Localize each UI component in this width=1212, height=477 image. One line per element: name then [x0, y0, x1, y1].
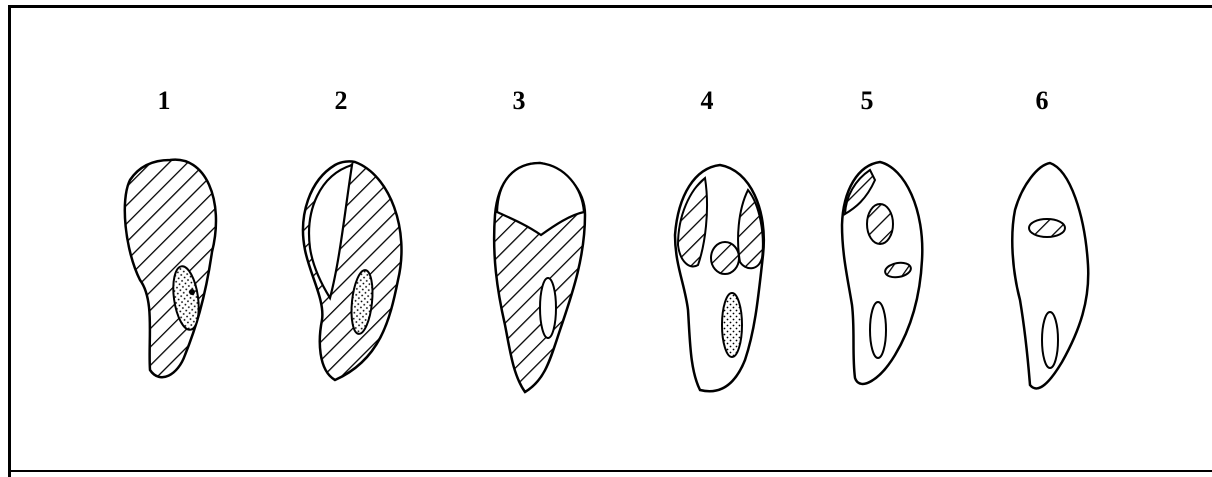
seed-5 — [842, 162, 922, 384]
seed-4 — [675, 165, 764, 391]
seed-1 — [125, 160, 216, 378]
seed-2 — [303, 161, 401, 380]
seed-6 — [1012, 163, 1088, 388]
seed-3 — [494, 163, 585, 392]
